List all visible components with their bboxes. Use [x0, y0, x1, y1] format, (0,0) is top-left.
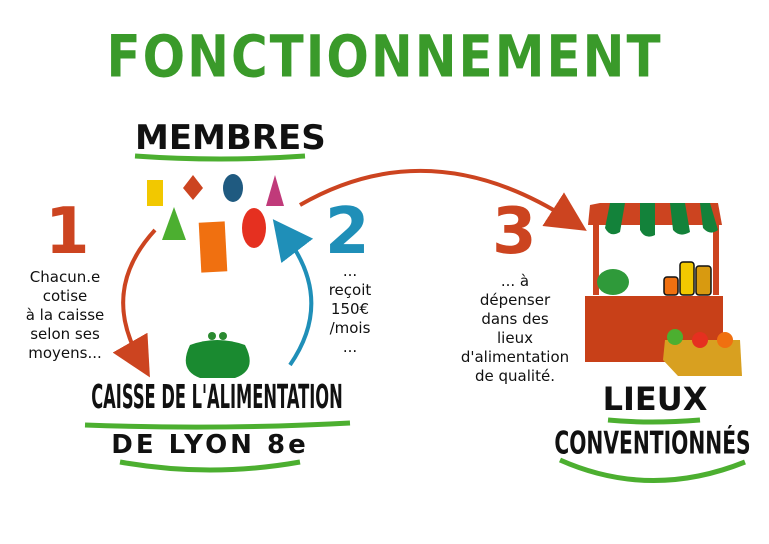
arrow-contribute [112, 228, 157, 378]
purse-icon [185, 332, 250, 378]
member-characters [147, 174, 284, 273]
members-label: MEMBRES [135, 118, 326, 158]
step-2-text: ... reçoit 150€ /mois ... [320, 262, 380, 357]
text-line: Chacun.e [29, 268, 101, 286]
fund-city: DE LYON 8e [111, 430, 309, 460]
text-line: d'alimentation [460, 348, 570, 366]
text-line: reçoit [328, 281, 372, 299]
text-line: lieux [497, 329, 533, 347]
fund-name: CAISSE DE L'ALIMENTATION [91, 379, 343, 418]
arrow-receive [272, 219, 314, 367]
text-line: selon ses [30, 325, 100, 343]
text-line: à la caisse [25, 306, 105, 324]
step-3-number: 3 [492, 195, 537, 269]
places-underline-2 [558, 457, 746, 483]
step-1-number: 1 [45, 195, 90, 269]
members-underline [134, 153, 306, 162]
places-underline [607, 417, 701, 425]
market-stall-icon [585, 203, 742, 376]
step-2-number: 2 [325, 195, 370, 269]
text-line: cotise [42, 287, 88, 305]
text-line: ... à [500, 272, 530, 290]
places-label: LIEUX [602, 380, 708, 418]
text-line: ... [342, 262, 358, 280]
text-line: moyens... [28, 344, 102, 362]
places-label-2: CONVENTIONNÉS [554, 426, 751, 462]
step-3-text: ... à dépenser dans des lieux d'alimenta… [450, 272, 580, 386]
text-line: ... [342, 338, 358, 356]
page-title: FONCTIONNEMENT [106, 23, 663, 91]
arrow-spend [299, 168, 587, 231]
text-line: 150€ [330, 300, 370, 318]
fund-underline [84, 420, 351, 430]
step-1-text: Chacun.e cotise à la caisse selon ses mo… [10, 268, 120, 363]
fund-underline-2 [119, 459, 301, 473]
text-line: /mois [329, 319, 371, 337]
text-line: dépenser [479, 291, 551, 309]
text-line: de qualité. [475, 367, 555, 385]
text-line: dans des [481, 310, 549, 328]
